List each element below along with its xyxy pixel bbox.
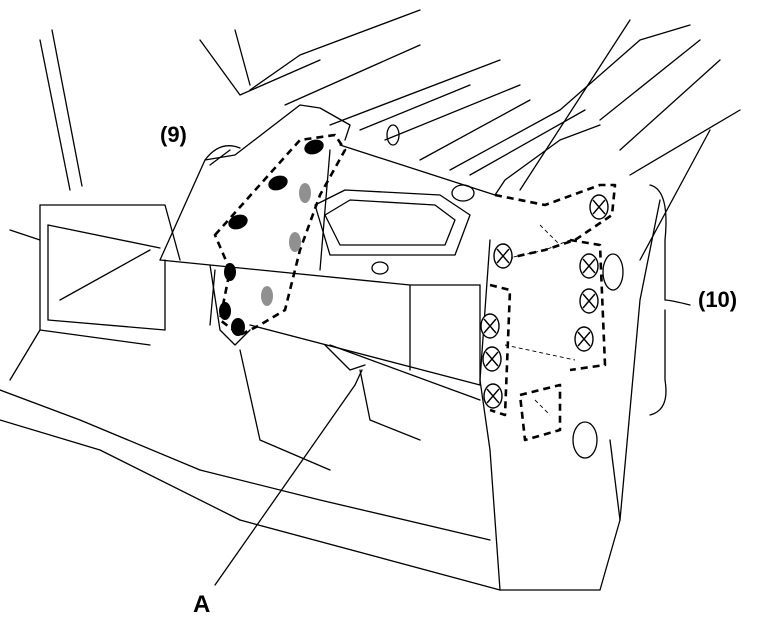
- weld-spot-crossed: [589, 194, 609, 220]
- body-structure-lines: [0, 9, 741, 591]
- leader-line-a: [214, 344, 366, 586]
- weld-spot-crossed: [579, 288, 599, 314]
- weld-markers-gray: [261, 183, 311, 306]
- weld-spot-filled: [228, 214, 248, 230]
- upper-panel: [314, 124, 475, 275]
- weld-spot-crossed: [574, 326, 594, 352]
- crossmember: [209, 144, 496, 471]
- weld-zone-10-upper: [494, 183, 617, 262]
- callout-group-9: (9): [160, 122, 187, 147]
- weld-spot-crossed: [493, 243, 513, 269]
- leader-line-9: [204, 145, 241, 161]
- weld-spot-crossed: [579, 253, 599, 279]
- callout-part-a: A: [193, 591, 211, 618]
- weld-spot-crossed: [482, 346, 502, 372]
- weld-spot-gray: [261, 286, 273, 306]
- weld-markers-crossed: [480, 194, 609, 409]
- weld-zone-9-outline: [213, 133, 347, 337]
- weld-spot-filled: [304, 139, 324, 155]
- weld-spot-gray: [289, 232, 301, 252]
- right-frame-rail: [479, 124, 661, 591]
- weld-spot-crossed: [480, 313, 500, 339]
- callout-group-10: (10): [698, 287, 738, 312]
- weld-zone-10-right: [569, 238, 607, 372]
- weld-spot-filled: [219, 302, 231, 320]
- weld-spot-filled: [268, 175, 288, 191]
- weld-spot-gray: [299, 183, 311, 203]
- left-rail: [9, 204, 181, 381]
- weld-markers-filled: [219, 139, 324, 336]
- weld-spot-filled: [231, 318, 245, 336]
- bracket-group-10: [649, 184, 691, 416]
- weld-spot-crossed: [483, 383, 503, 409]
- weld-zone-10-bottom: [518, 383, 562, 442]
- weld-spot-filled: [224, 263, 236, 281]
